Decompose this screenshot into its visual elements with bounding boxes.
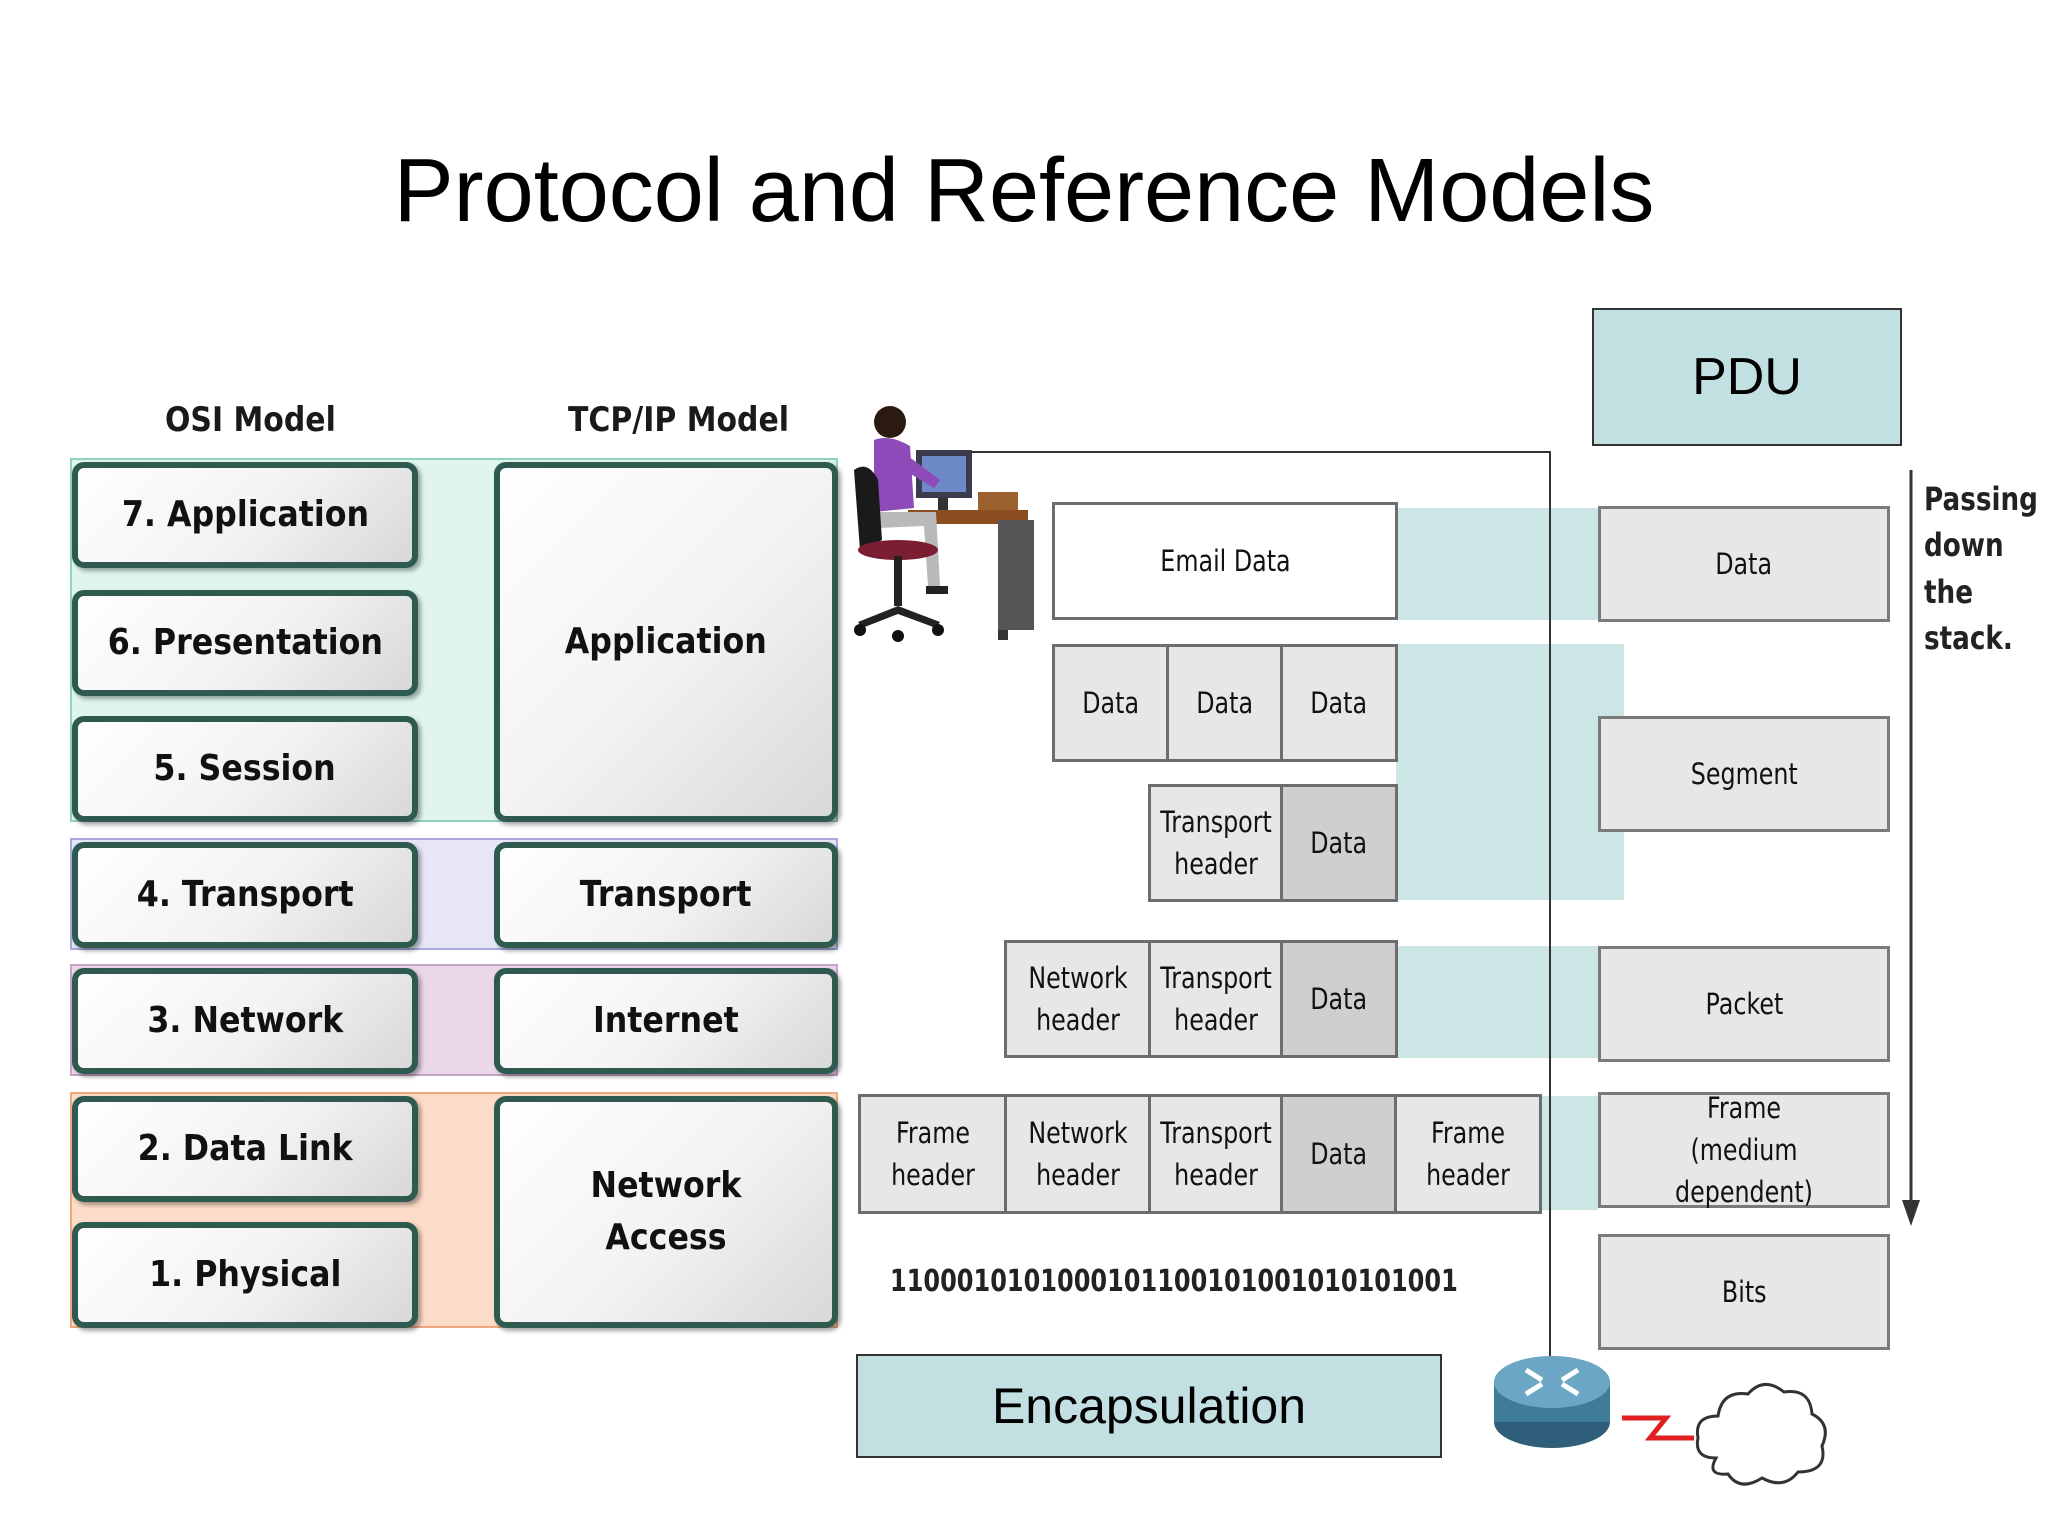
down-arrow-icon — [1902, 470, 1920, 1226]
transport-data-cell: Data — [1280, 784, 1398, 902]
user-at-computer-icon — [854, 406, 1034, 642]
network-cloud-icon — [1695, 1383, 1827, 1486]
pdu-packet: Packet — [1598, 946, 1890, 1062]
pdu-segment: Segment — [1598, 716, 1890, 832]
segment-data-cell: Data — [1052, 644, 1170, 762]
tcpip-layer-internet: Internet — [494, 968, 838, 1074]
segment-data-cell: Data — [1166, 644, 1284, 762]
osi-layer-session: 5. Session — [72, 716, 418, 822]
frame-data-cell: Data — [1280, 1094, 1398, 1214]
transport-header-cell: Transport header — [1148, 784, 1284, 902]
segment-data-cell: Data — [1280, 644, 1398, 762]
email-data-cell: Email Data — [1052, 502, 1398, 620]
tcpip-layer-network-access: Network Access — [494, 1096, 838, 1328]
osi-layer-network: 3. Network — [72, 968, 418, 1074]
pdu-bits: Bits — [1598, 1234, 1890, 1350]
osi-layer-transport: 4. Transport — [72, 842, 418, 948]
passing-down-note: Passing down the stack. — [1924, 480, 2038, 658]
encapsulation-label: Encapsulation — [856, 1354, 1442, 1458]
packet-data-cell: Data — [1280, 940, 1398, 1058]
tcpip-model-heading: TCP/IP Model — [568, 400, 790, 440]
network-header-cell: Network header — [1004, 940, 1152, 1058]
serial-link-icon — [1622, 1415, 1694, 1441]
link-line — [930, 451, 1551, 1360]
osi-layer-data-link: 2. Data Link — [72, 1096, 418, 1202]
tcpip-layer-application: Application — [494, 462, 838, 822]
osi-model-heading: OSI Model — [165, 400, 336, 440]
pdu-frame: Frame (medium dependent) — [1598, 1091, 1890, 1209]
router-icon — [1494, 1356, 1610, 1448]
transport-header-cell: Transport header — [1148, 1094, 1284, 1214]
network-header-cell: Network header — [1004, 1094, 1152, 1214]
teal-band-packet — [1396, 946, 1598, 1058]
osi-layer-physical: 1. Physical — [72, 1222, 418, 1328]
transport-header-cell: Transport header — [1148, 940, 1284, 1058]
frame-header-cell: Frame header — [858, 1094, 1008, 1214]
pdu-heading: PDU — [1592, 308, 1902, 446]
teal-band-data — [1396, 508, 1598, 620]
frame-trailer-cell: Frame header — [1394, 1094, 1542, 1214]
teal-band-segment — [1396, 644, 1624, 900]
osi-layer-application: 7. Application — [72, 462, 418, 568]
tcpip-layer-transport: Transport — [494, 842, 838, 948]
pdu-data: Data — [1598, 506, 1890, 622]
bits-string: 1100010101000101100101001010101001 — [890, 1264, 1458, 1299]
osi-layer-presentation: 6. Presentation — [72, 590, 418, 696]
slide-title: Protocol and Reference Models — [393, 141, 1655, 241]
